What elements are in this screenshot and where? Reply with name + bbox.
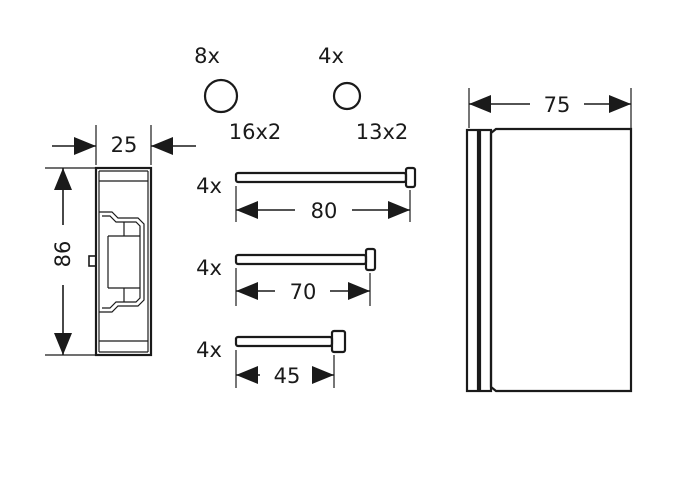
box-outline [94, 166, 153, 357]
box-width-label: 25 [111, 133, 138, 157]
screw-head [330, 329, 347, 354]
screw-length-label: 45 [274, 364, 301, 388]
extension-side-view: 75 [465, 88, 633, 393]
o-ring-large-group: 8x 16x2 [194, 44, 281, 144]
screw-head [404, 166, 417, 189]
screw-length-label: 70 [290, 280, 317, 304]
arrow-icon [236, 366, 258, 384]
arrow-icon [312, 366, 334, 384]
arrow-icon [348, 282, 370, 300]
extension-body [489, 127, 633, 393]
screw-shaft [234, 171, 408, 184]
o-ring-small-icon [332, 81, 362, 111]
arrow-icon [74, 137, 96, 155]
screw-shaft [234, 253, 368, 266]
screw-45-group: 4x 45 [196, 329, 347, 388]
screw-shaft [234, 335, 334, 348]
screw-70-group: 4x 70 [196, 247, 377, 306]
extension-flange [478, 128, 493, 393]
arrow-icon [609, 95, 631, 113]
ring-large-qty: 8x [194, 44, 220, 68]
ring-small-qty: 4x [318, 44, 344, 68]
arrow-icon [388, 201, 410, 219]
arrow-icon [151, 137, 173, 155]
o-ring-small-group: 4x 13x2 [318, 44, 408, 144]
arrow-icon [236, 282, 258, 300]
extension-flange [465, 128, 480, 393]
screw-80-group: 4x 80 [196, 166, 417, 223]
screw-length-label: 80 [311, 199, 338, 223]
screw-head [364, 247, 377, 272]
extension-depth-label: 75 [544, 93, 571, 117]
screw-qty: 4x [196, 174, 222, 198]
arrow-icon [54, 168, 72, 190]
box-inner-mechanism [102, 215, 141, 309]
o-ring-large-icon [203, 78, 239, 114]
box-side-tab [88, 255, 97, 267]
ring-large-size: 16x2 [229, 120, 282, 144]
arrow-icon [54, 333, 72, 355]
ring-small-size: 13x2 [356, 120, 409, 144]
box-side-view: 25 86 [45, 125, 196, 357]
screw-qty: 4x [196, 256, 222, 280]
arrow-icon [469, 95, 491, 113]
screw-qty: 4x [196, 338, 222, 362]
box-height-label: 86 [51, 241, 75, 268]
box-inner-mechanism [99, 211, 145, 313]
arrow-icon [236, 201, 258, 219]
